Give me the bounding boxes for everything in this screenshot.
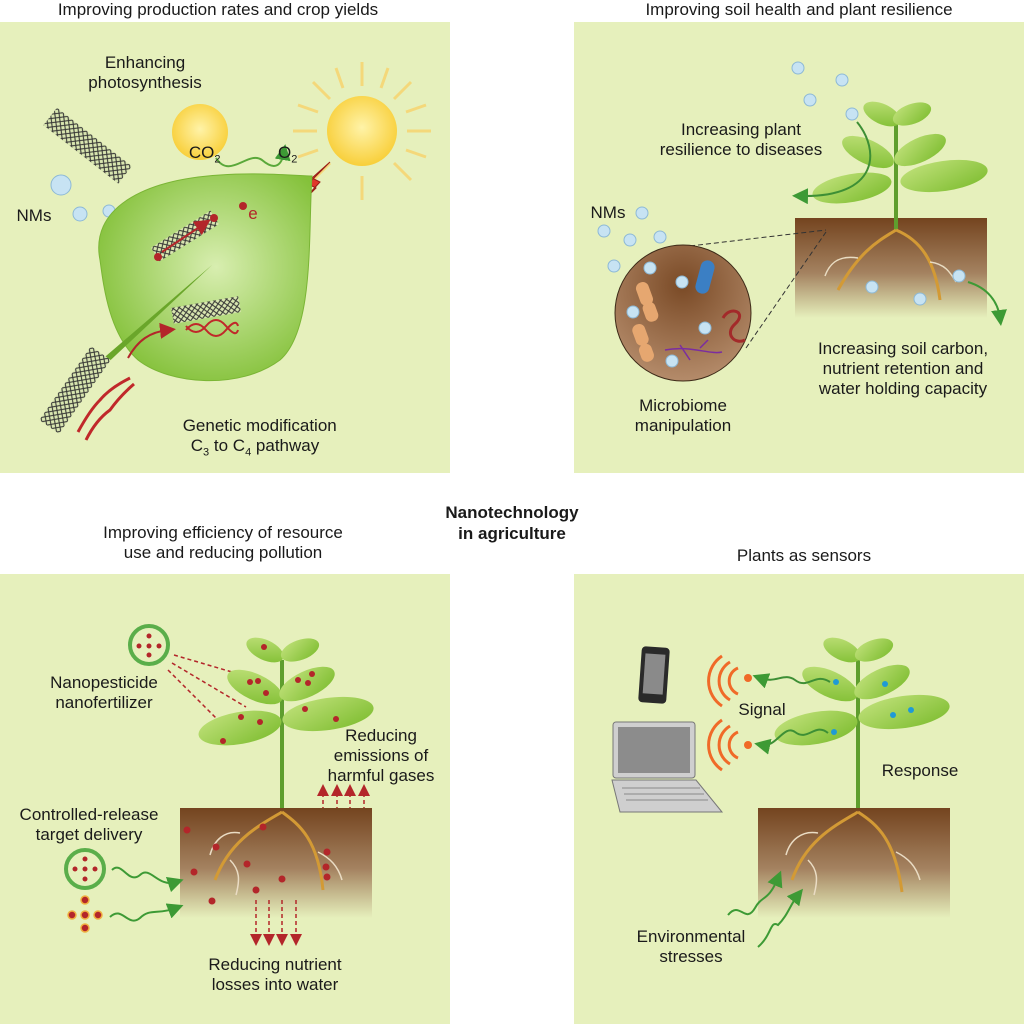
leaching-arrow	[967, 281, 1007, 326]
photosynthesis-label: Enhancing photosynthesis	[88, 53, 202, 92]
plant-icon	[812, 101, 988, 301]
signal-waves-icon	[707, 654, 739, 772]
genetic-to: to C	[209, 436, 246, 455]
laptop-icon	[611, 721, 724, 813]
plant-icon	[198, 637, 374, 812]
nms-label: NMs	[590, 203, 626, 222]
genetic-c3-sub: 3	[203, 446, 210, 459]
response-label: Response	[881, 761, 959, 780]
nutrient-loss-label: Reducing nutrient losses into water	[208, 955, 342, 994]
signal-source-dot	[744, 674, 752, 749]
soil-carbon-label: Increasing soil carbon, nutrient retenti…	[817, 339, 989, 398]
genetic-line1: Genetic modification	[182, 416, 337, 435]
emissions-label: Reducing emissions of harmful gases	[327, 726, 435, 785]
panel-title-production: Improving production rates and crop yiel…	[57, 0, 379, 19]
nanoparticle-icon	[865, 269, 966, 306]
panel-title-sensors: Plants as sensors	[736, 546, 872, 565]
panel-title-soil: Improving soil health and plant resilien…	[645, 0, 953, 19]
nanotube-icon	[43, 107, 132, 184]
panel-efficiency	[0, 574, 450, 1024]
microbiome-circle	[614, 229, 827, 382]
plant-icon	[774, 637, 950, 812]
genetic-c3: C	[190, 436, 204, 455]
dna-delivery	[39, 322, 176, 441]
nanopesticide-capsule-icon	[128, 624, 247, 721]
co2-to-o2-arrow	[215, 144, 291, 168]
electron-label: e	[248, 204, 258, 223]
genetic-c4-sub: 4	[245, 446, 252, 459]
resilience-arrow	[792, 121, 872, 205]
co2-text: CO	[188, 143, 215, 162]
panel-title-efficiency: Improving efficiency of resource use and…	[103, 523, 343, 562]
center-title: Nanotechnology in agriculture	[445, 503, 579, 543]
nms-label: NMs	[16, 206, 52, 225]
nanoparticle-icon	[597, 61, 859, 273]
soil-block	[758, 808, 950, 918]
o2-subscript: 2	[291, 153, 298, 166]
stress-arrows	[727, 870, 803, 948]
nanopesticide-label: Nanopesticide nanofertilizer	[50, 673, 158, 712]
o2-label: O2	[268, 123, 298, 169]
leaf-icon	[78, 173, 313, 382]
microbiome-label: Microbiome manipulation	[634, 396, 732, 435]
genetic-pathway: pathway	[251, 436, 320, 455]
resilience-label: Increasing plant resilience to diseases	[659, 120, 823, 159]
co2-label: CO2	[176, 123, 224, 169]
sun-icon	[293, 62, 431, 200]
co2-subscript: 2	[214, 153, 221, 166]
smartphone-icon	[638, 646, 670, 704]
nanotube-with-dna	[171, 296, 241, 337]
signal-label: Signal	[738, 700, 786, 719]
signal-arrows	[752, 673, 831, 755]
soil-block	[180, 808, 372, 918]
o2-text: O	[278, 143, 292, 162]
co2-bubble	[172, 104, 228, 160]
nanotube-in-leaf	[151, 202, 247, 262]
controlled-release-capsule-icon	[64, 848, 184, 933]
stresses-label: Environmental stresses	[636, 927, 746, 966]
controlled-release-label: Controlled-release target delivery	[19, 805, 159, 844]
